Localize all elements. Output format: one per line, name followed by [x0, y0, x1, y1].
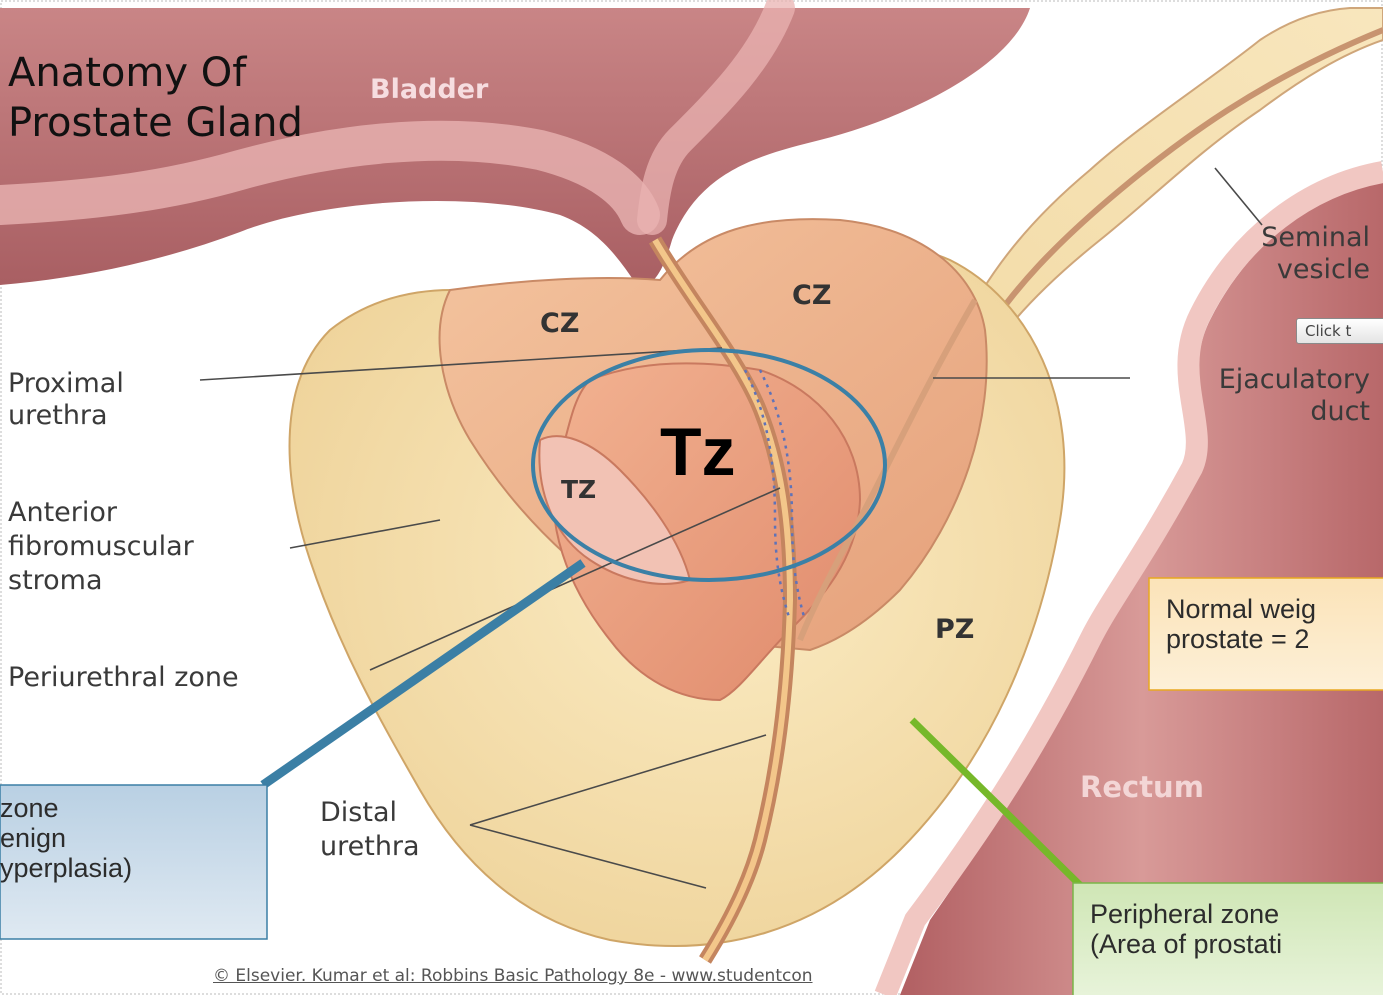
callout-transition-zone: zone enign yperplasia)	[0, 785, 267, 939]
label-bladder: Bladder	[370, 74, 488, 105]
title-line-1: Anatomy Of	[8, 48, 303, 98]
label-ejaculatory-duct: Ejaculatory duct	[1130, 364, 1370, 428]
label-anterior-line-1: Anterior	[8, 496, 194, 530]
label-ejaculatory-line-1: Ejaculatory	[1130, 364, 1370, 396]
label-proximal-line-1: Proximal	[8, 368, 124, 400]
label-seminal-line-2: vesicle	[1180, 254, 1370, 286]
label-proximal-urethra: Proximal urethra	[8, 368, 124, 432]
leader-seminal	[1215, 168, 1262, 225]
callout-weight-line-1: Normal weig	[1166, 594, 1383, 624]
callout-transition-line-2: enign	[0, 823, 267, 853]
click-button[interactable]: Click t	[1296, 318, 1383, 344]
callout-weight-line-2: prostate = 2	[1166, 624, 1383, 654]
label-tz-small: TZ	[561, 475, 596, 504]
label-pz: PZ	[935, 614, 974, 645]
label-distal-line-2: urethra	[320, 830, 420, 864]
page-title: Anatomy Of Prostate Gland	[8, 48, 303, 148]
callout-transition-line-3: yperplasia)	[0, 853, 267, 883]
copyright-link[interactable]: © Elsevier. Kumar et al: Robbins Basic P…	[213, 966, 813, 986]
callout-peripheral-line-2: (Area of prostati	[1090, 929, 1383, 959]
label-anterior-stroma: Anterior fibromuscular stroma	[8, 496, 194, 598]
callout-peripheral-zone: Peripheral zone (Area of prostati	[1084, 893, 1383, 995]
label-periurethral-zone: Periurethral zone	[8, 662, 239, 694]
label-cz-right: CZ	[792, 280, 831, 311]
callout-peripheral-line-1: Peripheral zone	[1090, 899, 1383, 929]
label-seminal-line-1: Seminal	[1180, 222, 1370, 254]
label-seminal-vesicle: Seminal vesicle	[1180, 222, 1370, 286]
label-anterior-line-3: stroma	[8, 564, 194, 598]
label-rectum: Rectum	[1080, 770, 1204, 804]
label-tz-big: Tz	[660, 412, 736, 492]
label-ejaculatory-line-2: duct	[1130, 396, 1370, 428]
label-anterior-line-2: fibromuscular	[8, 530, 194, 564]
title-line-2: Prostate Gland	[8, 98, 303, 148]
callout-normal-weight: Normal weig prostate = 2	[1160, 588, 1383, 688]
label-distal-urethra: Distal urethra	[320, 796, 420, 864]
label-proximal-line-2: urethra	[8, 400, 124, 432]
callout-transition-line-1: zone	[0, 793, 267, 823]
label-cz-left: CZ	[540, 308, 579, 339]
label-distal-line-1: Distal	[320, 796, 420, 830]
